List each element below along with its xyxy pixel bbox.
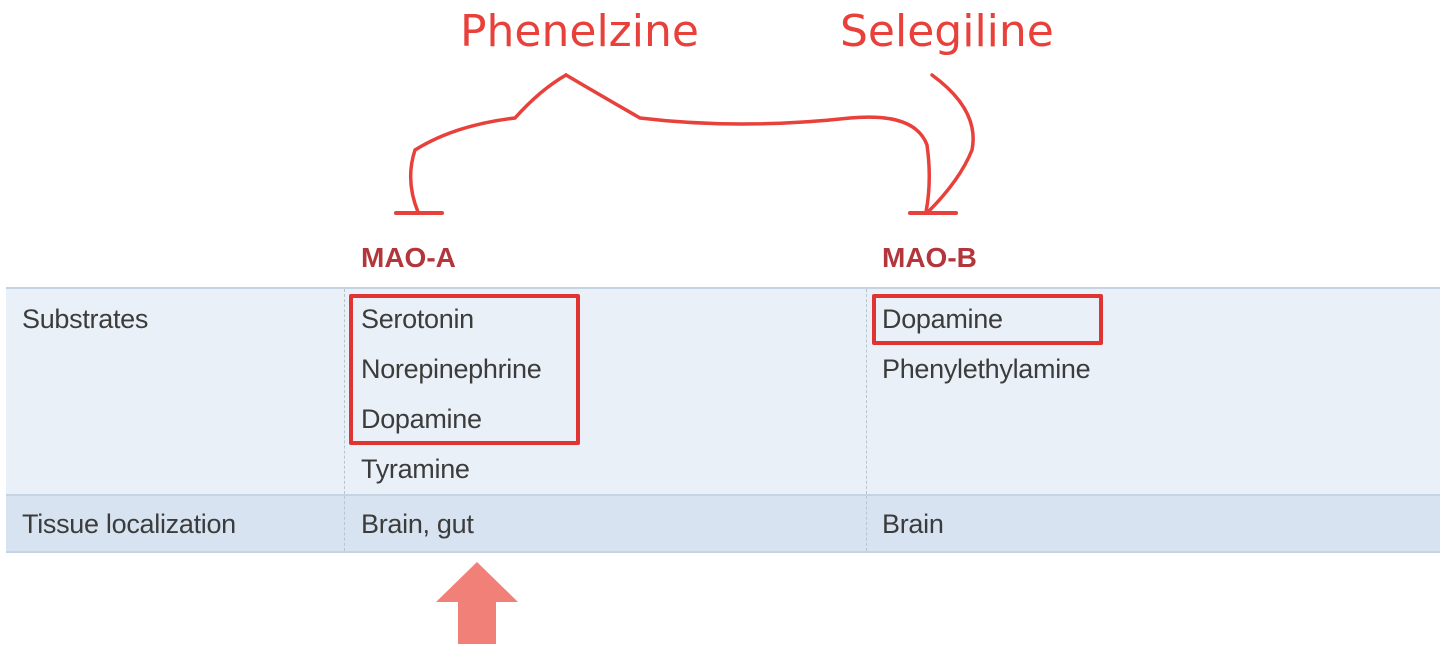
substrate-b-dopamine: Dopamine [882, 304, 1003, 334]
column-divider [344, 496, 345, 551]
substrate-b-phenylethylamine: Phenylethylamine [882, 354, 1091, 384]
substrate-a-tyramine: Tyramine [361, 454, 470, 484]
highlight-box-mao-b-substrates [872, 294, 1103, 345]
up-arrow-icon [436, 562, 518, 644]
table-row-substrates: Substrates Serotonin Norepinephrine Dopa… [6, 287, 1440, 494]
substrate-a-norepinephrine: Norepinephrine [361, 354, 542, 384]
column-divider [866, 496, 867, 551]
drug-label-selegiline: Selegiline [840, 6, 1054, 57]
row-label-substrates: Substrates [22, 304, 149, 334]
selegiline-to-mao-b-line [926, 73, 975, 214]
enzyme-table: Substrates Serotonin Norepinephrine Dopa… [6, 287, 1440, 553]
tissue-a-value: Brain, gut [361, 509, 474, 539]
column-divider [866, 289, 867, 494]
column-divider [344, 289, 345, 494]
substrate-a-dopamine: Dopamine [361, 404, 482, 434]
column-header-mao-b: MAO-B [882, 242, 977, 273]
row-label-tissue-localization: Tissue localization [22, 509, 236, 539]
phenelzine-to-mao-b-line [564, 73, 932, 214]
column-header-mao-a: MAO-A [361, 242, 456, 273]
substrate-a-serotonin: Serotonin [361, 304, 474, 334]
highlight-box-mao-a-substrates [349, 294, 580, 445]
phenelzine-to-mao-a-line [408, 73, 568, 214]
table-row-tissue-localization: Tissue localization Brain, gut Brain [6, 494, 1440, 553]
tissue-b-value: Brain [882, 509, 944, 539]
drug-label-phenelzine: Phenelzine [460, 6, 699, 57]
